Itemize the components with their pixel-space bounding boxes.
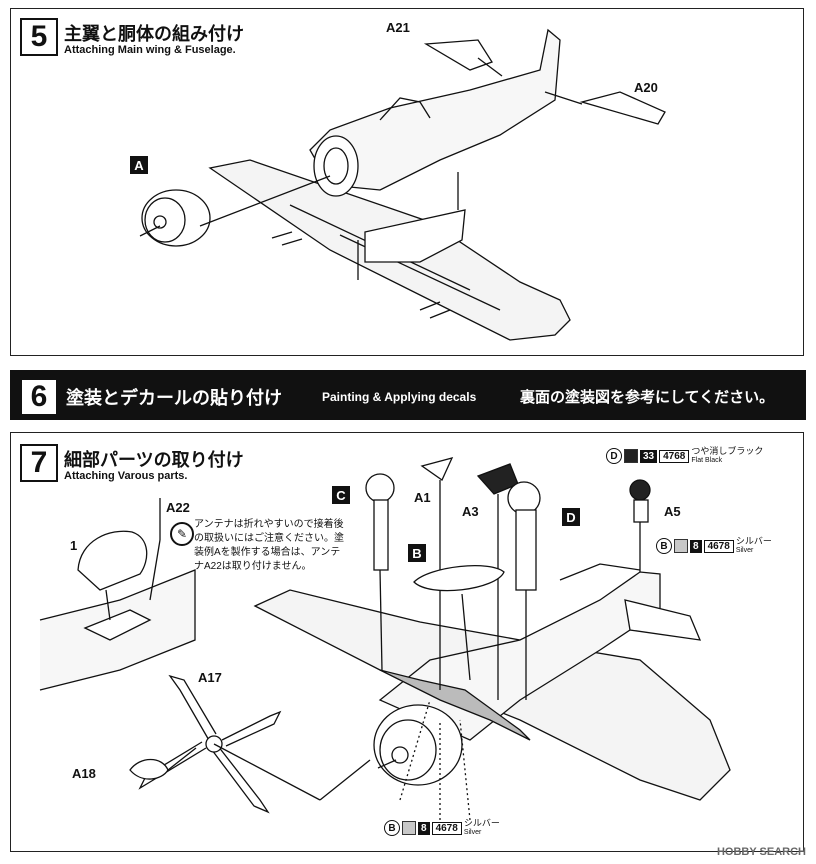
step7-title-en: Attaching Varous parts. (64, 470, 188, 482)
part-label-a5: A5 (664, 504, 681, 519)
paint-code: 8 (418, 821, 430, 835)
part-label-a21: A21 (386, 20, 410, 35)
paint-circle: D (606, 448, 622, 464)
part-box-b: B (408, 544, 426, 562)
paint-code: 33 (640, 449, 658, 463)
step6-banner (10, 370, 806, 420)
part-label-a22: A22 (166, 500, 190, 515)
part-label-a1: A1 (414, 490, 431, 505)
watermark: HOBBY SEARCH (716, 846, 806, 858)
step5-title-jp: 主翼と胴体の組み付け (64, 24, 244, 44)
step6-number: 6 (20, 378, 58, 416)
paint-swatch (674, 539, 688, 553)
paint-name-en: Silver (735, 547, 754, 554)
antenna-warning-icon: ✎ (170, 522, 194, 546)
part-box-a: A (130, 156, 148, 174)
part-box-c: C (332, 486, 350, 504)
step5-title-en: Attaching Main wing & Fuselage. (64, 44, 236, 56)
part-label-a3: A3 (462, 504, 479, 519)
paint-name-jp: シルバー (735, 536, 772, 546)
paint-name-en: Flat Black (691, 457, 723, 464)
paint-name-jp: つや消しブラック (691, 446, 764, 456)
paint-circle: B (656, 538, 672, 554)
paint-code: 8 (690, 539, 702, 553)
paint-number: 4768 (659, 449, 690, 463)
part-label-a17: A17 (198, 670, 222, 685)
step6-title-en: Painting & Applying decals (322, 390, 477, 404)
antenna-note: アンテナは折れやすいので接着後の取扱いにはご注意ください。塗装例Aを製作する場合… (194, 519, 344, 572)
part-box-d: D (562, 508, 580, 526)
paint-circle: B (384, 820, 400, 836)
part-label-1: 1 (70, 538, 78, 553)
paint-swatch (402, 821, 416, 835)
paint-number: 4678 (431, 821, 462, 835)
part-label-a20: A20 (634, 80, 658, 95)
step5-number: 5 (20, 18, 58, 56)
step6-note: 裏面の塗装図を参考にしてください。 (520, 389, 775, 406)
step7-title-jp: 細部パーツの取り付け (64, 450, 244, 470)
step7-number: 7 (20, 444, 58, 482)
step6-title-jp: 塗装とデカールの貼り付け (66, 388, 282, 408)
paint-name-en: Silver (463, 829, 482, 836)
paint-number: 4678 (703, 539, 734, 553)
step5-panel (10, 8, 804, 356)
paint-swatch (624, 449, 638, 463)
paint-name-jp: シルバー (463, 818, 500, 828)
part-label-a18: A18 (72, 766, 96, 781)
